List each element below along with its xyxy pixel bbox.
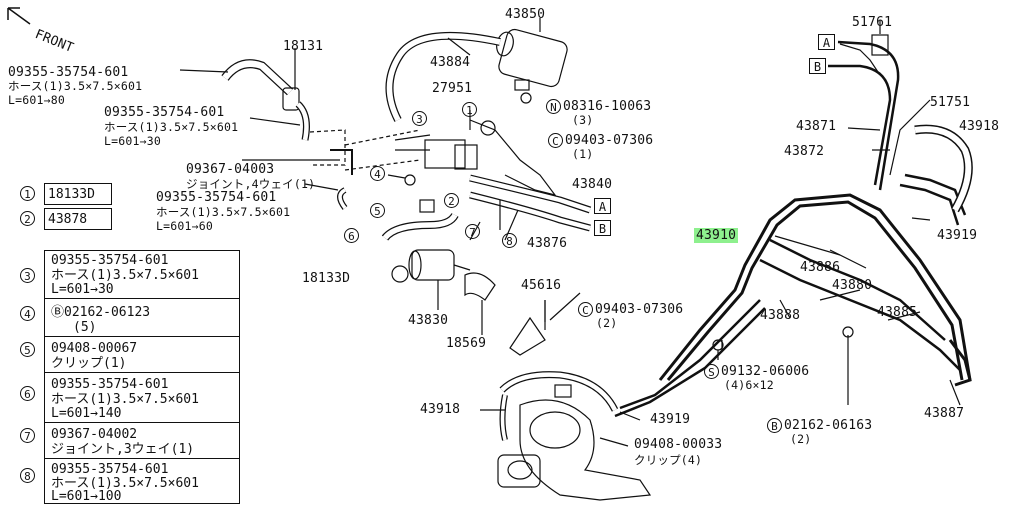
valve-assembly-drawing (394, 110, 557, 196)
part-43887: 43887 (924, 406, 965, 421)
legend-table: 09355-35754-601 ホース(1)3.5×7.5×601 L=601→… (44, 250, 240, 504)
hose-b-code: 09355-35754-601 (104, 105, 225, 120)
callout-4: 4 (370, 166, 387, 181)
screw-09132-desc: (4)6×12 (724, 378, 774, 392)
callout-7: 7 (465, 224, 482, 239)
legend-8-num: 8 (20, 468, 37, 483)
hose-c-code: 09355-35754-601 (156, 190, 277, 205)
callout-5: 5 (370, 203, 387, 218)
part-43919-bottom: 43919 (650, 412, 691, 427)
legend-6-num: 6 (20, 386, 37, 401)
part-18133D: 18133D (302, 271, 351, 286)
hose-a-length: L=601→80 (8, 93, 65, 107)
front-arrow-icon (7, 7, 31, 25)
steering-knuckle-drawing (497, 371, 652, 501)
part-43850: 43850 (505, 7, 546, 22)
part-43872: 43872 (784, 144, 825, 159)
callout-2: 2 (444, 193, 461, 208)
legend-1-box: 18133D (44, 183, 112, 205)
callout-3: 3 (412, 111, 429, 126)
part-43880: 43880 (832, 278, 873, 293)
part-43871: 43871 (796, 119, 837, 134)
pipe-b-box: B (809, 58, 826, 74)
hose-a-code: 09355-35754-601 (8, 65, 129, 80)
part-18569: 18569 (446, 336, 487, 351)
brake-pipe-bundle-drawing (614, 173, 972, 418)
part-43888: 43888 (760, 308, 801, 323)
part-43830: 43830 (408, 313, 449, 328)
legend-5-num: 5 (20, 342, 37, 357)
pipe-a-box: A (818, 34, 835, 50)
joint4-desc: ジョイント,4ウェイ(1) (186, 177, 316, 191)
part-43886: 43886 (800, 260, 841, 275)
hose-b-length: L=601→30 (104, 134, 161, 148)
part-27951: 27951 (432, 81, 473, 96)
hose-b-desc: ホース(1)3.5×7.5×601 (104, 120, 239, 134)
clip-09408-desc: クリップ(4) (634, 453, 703, 467)
hose-18131-drawing (221, 48, 310, 141)
clip-09408-code: 09408-00033 (634, 437, 723, 452)
joint4-code: 09367-04003 (186, 162, 275, 177)
connector-a-box: A (594, 198, 611, 214)
callout-6: 6 (344, 228, 361, 243)
legend-7-num: 7 (20, 428, 37, 443)
part-43918-bottom: 43918 (420, 402, 461, 417)
connector-b-box: B (594, 220, 611, 236)
legend-1-num: 1 (20, 186, 37, 201)
hose-c-desc: ホース(1)3.5×7.5×601 (156, 205, 291, 219)
legend-4-num: 4 (20, 306, 37, 321)
canister-43850-drawing (496, 18, 568, 104)
callout-8: 8 (502, 233, 519, 248)
clip-09403-a-qty: (1) (572, 147, 594, 161)
part-43919-right: 43919 (937, 228, 978, 243)
part-51751: 51751 (930, 95, 971, 110)
legend-3-num: 3 (20, 268, 37, 283)
callout-1: 1 (462, 102, 479, 117)
clip-09403-b-qty: (2) (596, 316, 618, 330)
part-45616: 45616 (521, 278, 562, 293)
part-43910-highlighted[interactable]: 43910 (694, 228, 739, 243)
bolt-02162-qty: (2) (790, 432, 812, 446)
part-18131: 18131 (283, 39, 324, 54)
nut-qty: (3) (572, 113, 594, 127)
part-43885: 43885 (877, 305, 918, 320)
part-43876: 43876 (527, 236, 568, 251)
part-43840: 43840 (572, 177, 613, 192)
part-43918-right: 43918 (959, 119, 1000, 134)
part-51761: 51761 (852, 15, 893, 30)
legend-2-box: 43878 (44, 208, 112, 230)
hose-a-desc: ホース(1)3.5×7.5×601 (8, 79, 143, 93)
hose-c-length: L=601→60 (156, 219, 213, 233)
legend-2-num: 2 (20, 211, 37, 226)
fuel-pump-43830-drawing (391, 249, 471, 310)
part-43884: 43884 (430, 55, 471, 70)
